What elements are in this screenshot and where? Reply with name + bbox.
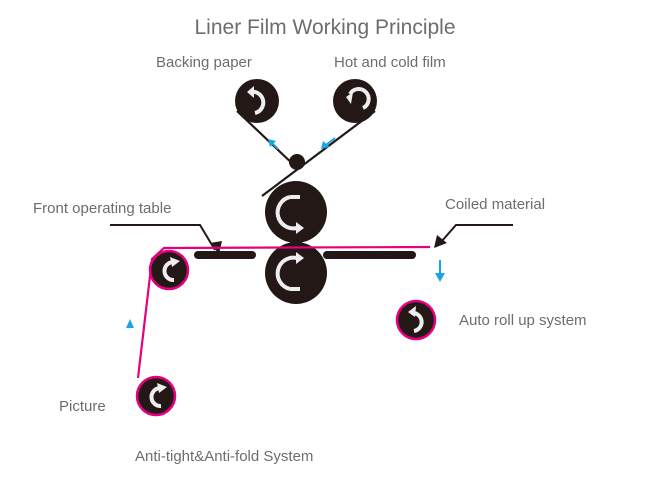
label-hot-cold-film: Hot and cold film xyxy=(334,54,446,71)
rotation-icon xyxy=(149,386,162,408)
flow-arrow-down xyxy=(435,260,445,282)
pointer-front-table xyxy=(110,224,216,251)
backing-paper-roller xyxy=(235,79,279,123)
rotation-cw-icon xyxy=(275,195,298,231)
pinch-roller xyxy=(289,154,305,170)
flow-arrow-film xyxy=(321,137,336,149)
flow-arrow-up xyxy=(126,319,134,328)
pointer-coiled-material xyxy=(440,224,513,243)
diagram-title: Liner Film Working Principle xyxy=(194,16,456,39)
rotation-icon xyxy=(275,255,298,291)
anti-fold-roller-top xyxy=(148,249,190,291)
flow-arrow-backing xyxy=(268,139,279,150)
label-anti-tight-system: Anti-tight&Anti-fold System xyxy=(135,448,314,465)
lower-laminating-roller xyxy=(265,242,327,304)
hot-cold-film-roller xyxy=(333,79,377,123)
rotation-icon xyxy=(162,260,175,282)
rotation-icon xyxy=(348,87,371,110)
film-web xyxy=(261,110,376,197)
label-picture: Picture xyxy=(59,398,106,415)
label-coiled-material: Coiled material xyxy=(445,196,546,213)
label-backing-paper: Backing paper xyxy=(156,54,252,71)
picture-roller xyxy=(135,375,177,417)
label-front-operating-table: Front operating table xyxy=(33,200,172,217)
label-auto-roll-up: Auto roll up system xyxy=(459,312,587,329)
auto-roll-up-roller xyxy=(395,299,437,341)
pointer-coiled-material-head xyxy=(434,235,447,248)
upper-laminating-roller xyxy=(265,181,327,243)
